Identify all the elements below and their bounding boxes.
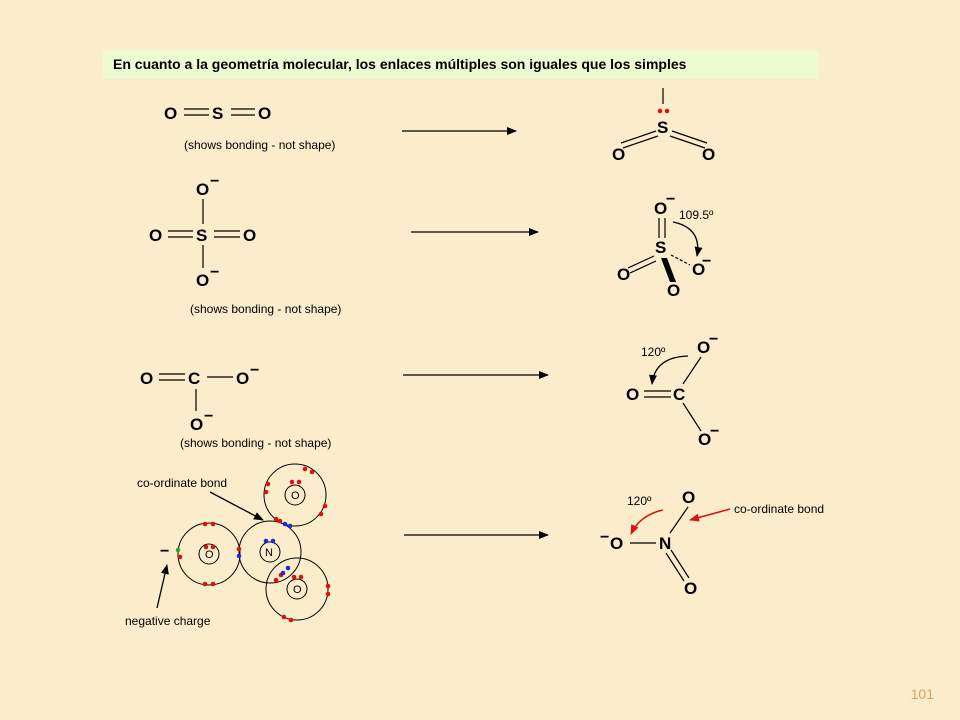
atom-n: N: [265, 547, 273, 559]
negative-charge: −: [160, 543, 169, 560]
lone-pair-electron: [657, 108, 663, 114]
atom-c: C: [673, 385, 685, 404]
pointer-arrow: [689, 508, 731, 522]
negative-charge: −: [666, 191, 675, 208]
negative-charge: −: [702, 253, 711, 270]
atom-o: O: [291, 490, 300, 502]
coordinate-bond-label: co-ordinate bond: [137, 476, 227, 490]
coordinate-bond-line: [669, 506, 689, 534]
angle-label: 109.5º: [679, 208, 714, 222]
inner-shell: [284, 484, 306, 506]
sulfate-shape: O − S O O O − 109.5º: [617, 191, 714, 300]
negative-charge: −: [210, 173, 219, 190]
atom-o: O: [196, 180, 209, 199]
atom-n: N: [659, 534, 671, 553]
electrons: [175, 466, 331, 623]
not-shape-note: (shows bonding - not shape): [190, 302, 341, 316]
atom-o: O: [236, 369, 249, 388]
atom-o: O: [682, 488, 695, 507]
atom-o: O: [610, 534, 623, 553]
coordinate-bond-label: co-ordinate bond: [734, 502, 824, 516]
not-shape-note: (shows bonding - not shape): [180, 436, 331, 450]
carbonate-lewis: O C O − O − (shows bonding - not shape): [140, 362, 331, 450]
atom-o: O: [654, 199, 667, 218]
so2-lewis: O S O (shows bonding - not shape): [164, 104, 335, 152]
atom-o: O: [626, 385, 639, 404]
extra-electron: [175, 547, 181, 553]
so2-shape: S O O: [612, 88, 715, 164]
inner-shell: [286, 578, 308, 600]
atom-o: O: [667, 281, 680, 300]
atom-o: O: [149, 226, 162, 245]
atom-s: S: [196, 226, 207, 245]
nitrate-dot-diagram: co-ordinate bond O O N O: [125, 463, 331, 628]
atom-o: O: [692, 260, 705, 279]
atom-s: S: [212, 104, 223, 123]
atom-s: S: [655, 238, 666, 257]
atom-o: O: [702, 145, 715, 164]
outer-shell: [265, 557, 329, 621]
atom-o: O: [196, 271, 209, 290]
nitrate-shape: O − O N O 120º co-ordinate bond: [600, 488, 824, 598]
negative-charge: −: [210, 264, 219, 281]
outer-shell: [238, 520, 302, 584]
atom-o: O: [258, 104, 271, 123]
negative-charge: −: [710, 423, 719, 440]
sulfate-lewis: O − O S O O − (shows bonding - not shape…: [149, 173, 341, 316]
angle-arrow: [630, 509, 664, 535]
negative-charge: −: [204, 408, 213, 425]
atom-o: O: [164, 104, 177, 123]
atom-o: O: [698, 430, 711, 449]
wedge-bond: [661, 258, 676, 282]
angle-arrow: [672, 221, 703, 257]
atom-o: O: [190, 415, 203, 434]
atom-o: O: [684, 579, 697, 598]
pointer-arrow: [209, 491, 264, 521]
outer-shell: [263, 463, 327, 527]
atom-o: O: [612, 145, 625, 164]
negative-charge: −: [250, 362, 259, 379]
atom-o: O: [697, 338, 710, 357]
not-shape-note: (shows bonding - not shape): [184, 138, 335, 152]
atom-o: O: [293, 584, 302, 596]
angle-arrow: [649, 355, 689, 385]
negative-charge: −: [600, 529, 609, 546]
angle-label: 120º: [627, 494, 652, 508]
negative-charge-label: negative charge: [125, 614, 211, 628]
atom-o: O: [140, 369, 153, 388]
carbonate-shape: O − O C O − 120º: [626, 331, 719, 449]
atom-o: O: [617, 265, 630, 284]
atom-o: O: [243, 226, 256, 245]
slide-title: En cuanto a la geometría molecular, los …: [103, 50, 819, 79]
page-number: 101: [910, 686, 934, 702]
atom-c: C: [188, 369, 200, 388]
atom-o: O: [205, 549, 214, 561]
hashed-bond: [670, 254, 691, 266]
inner-shell: [198, 543, 220, 565]
inner-shell: [259, 541, 281, 563]
angle-label: 120º: [641, 345, 666, 359]
atom-s: S: [657, 118, 668, 137]
pointer-arrow: [156, 564, 169, 609]
lone-pair-electron: [664, 108, 670, 114]
negative-charge: −: [709, 331, 718, 348]
